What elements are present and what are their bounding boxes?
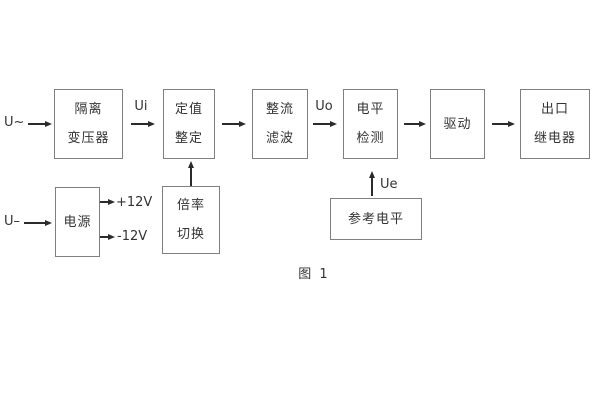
arrow-driver-to-relay-icon — [492, 123, 508, 125]
arrow-ui-icon — [131, 123, 148, 125]
block-isolation-transformer-line2: 变压器 — [67, 131, 110, 146]
label-minus-12v: -12V — [117, 229, 148, 244]
block-ratio-switching: 倍率 切换 — [162, 186, 220, 254]
arrow-detection-to-driver-icon — [404, 123, 419, 125]
figure-caption: 图 1 — [298, 267, 330, 282]
block-value-setting-line1: 定值 — [174, 102, 203, 117]
block-level-detection-line1: 电平 — [356, 102, 385, 117]
block-output-relay-line2: 继电器 — [533, 131, 576, 146]
block-level-detection-line2: 检测 — [356, 131, 385, 146]
label-plus-12v: +12V — [116, 195, 153, 210]
block-reference-level: 参考电平 — [330, 198, 422, 240]
block-ratio-switching-line2: 切换 — [176, 227, 205, 242]
arrow-ratio-to-setting-icon — [190, 168, 192, 186]
block-value-setting: 定值 整定 — [163, 89, 215, 159]
block-driver-label: 驱动 — [443, 116, 472, 132]
block-rectifier-filter: 整流 滤波 — [252, 89, 308, 159]
arrow-ue-icon — [371, 178, 373, 196]
arrow-dc-input-icon — [24, 222, 45, 224]
arrow-uo-icon — [313, 123, 330, 125]
block-ratio-switching-line1: 倍率 — [176, 198, 205, 213]
signal-label-u-ac: U~ — [4, 115, 25, 130]
block-output-relay: 出口 继电器 — [520, 89, 590, 159]
arrow-plus-12v-icon — [100, 201, 108, 203]
block-isolation-transformer-line1: 隔离 — [74, 102, 103, 117]
block-power-supply-label: 电源 — [63, 214, 92, 230]
block-isolation-transformer: 隔离 变压器 — [54, 89, 123, 159]
signal-label-ui: Ui — [134, 99, 148, 114]
block-driver: 驱动 — [430, 89, 485, 159]
signal-label-ue: Ue — [380, 177, 398, 192]
arrow-minus-12v-icon — [100, 236, 108, 238]
block-reference-level-label: 参考电平 — [347, 211, 404, 227]
signal-label-u-dc: U– — [4, 214, 21, 229]
block-level-detection: 电平 检测 — [343, 89, 398, 159]
block-value-setting-line2: 整定 — [174, 131, 203, 146]
arrow-setting-to-rectifier-icon — [222, 123, 239, 125]
block-power-supply: 电源 — [55, 187, 100, 257]
block-output-relay-line1: 出口 — [540, 102, 569, 117]
arrow-ac-input-icon — [28, 123, 45, 125]
block-rectifier-filter-line1: 整流 — [265, 102, 294, 117]
block-rectifier-filter-line2: 滤波 — [265, 131, 294, 146]
signal-label-uo: Uo — [315, 99, 333, 114]
